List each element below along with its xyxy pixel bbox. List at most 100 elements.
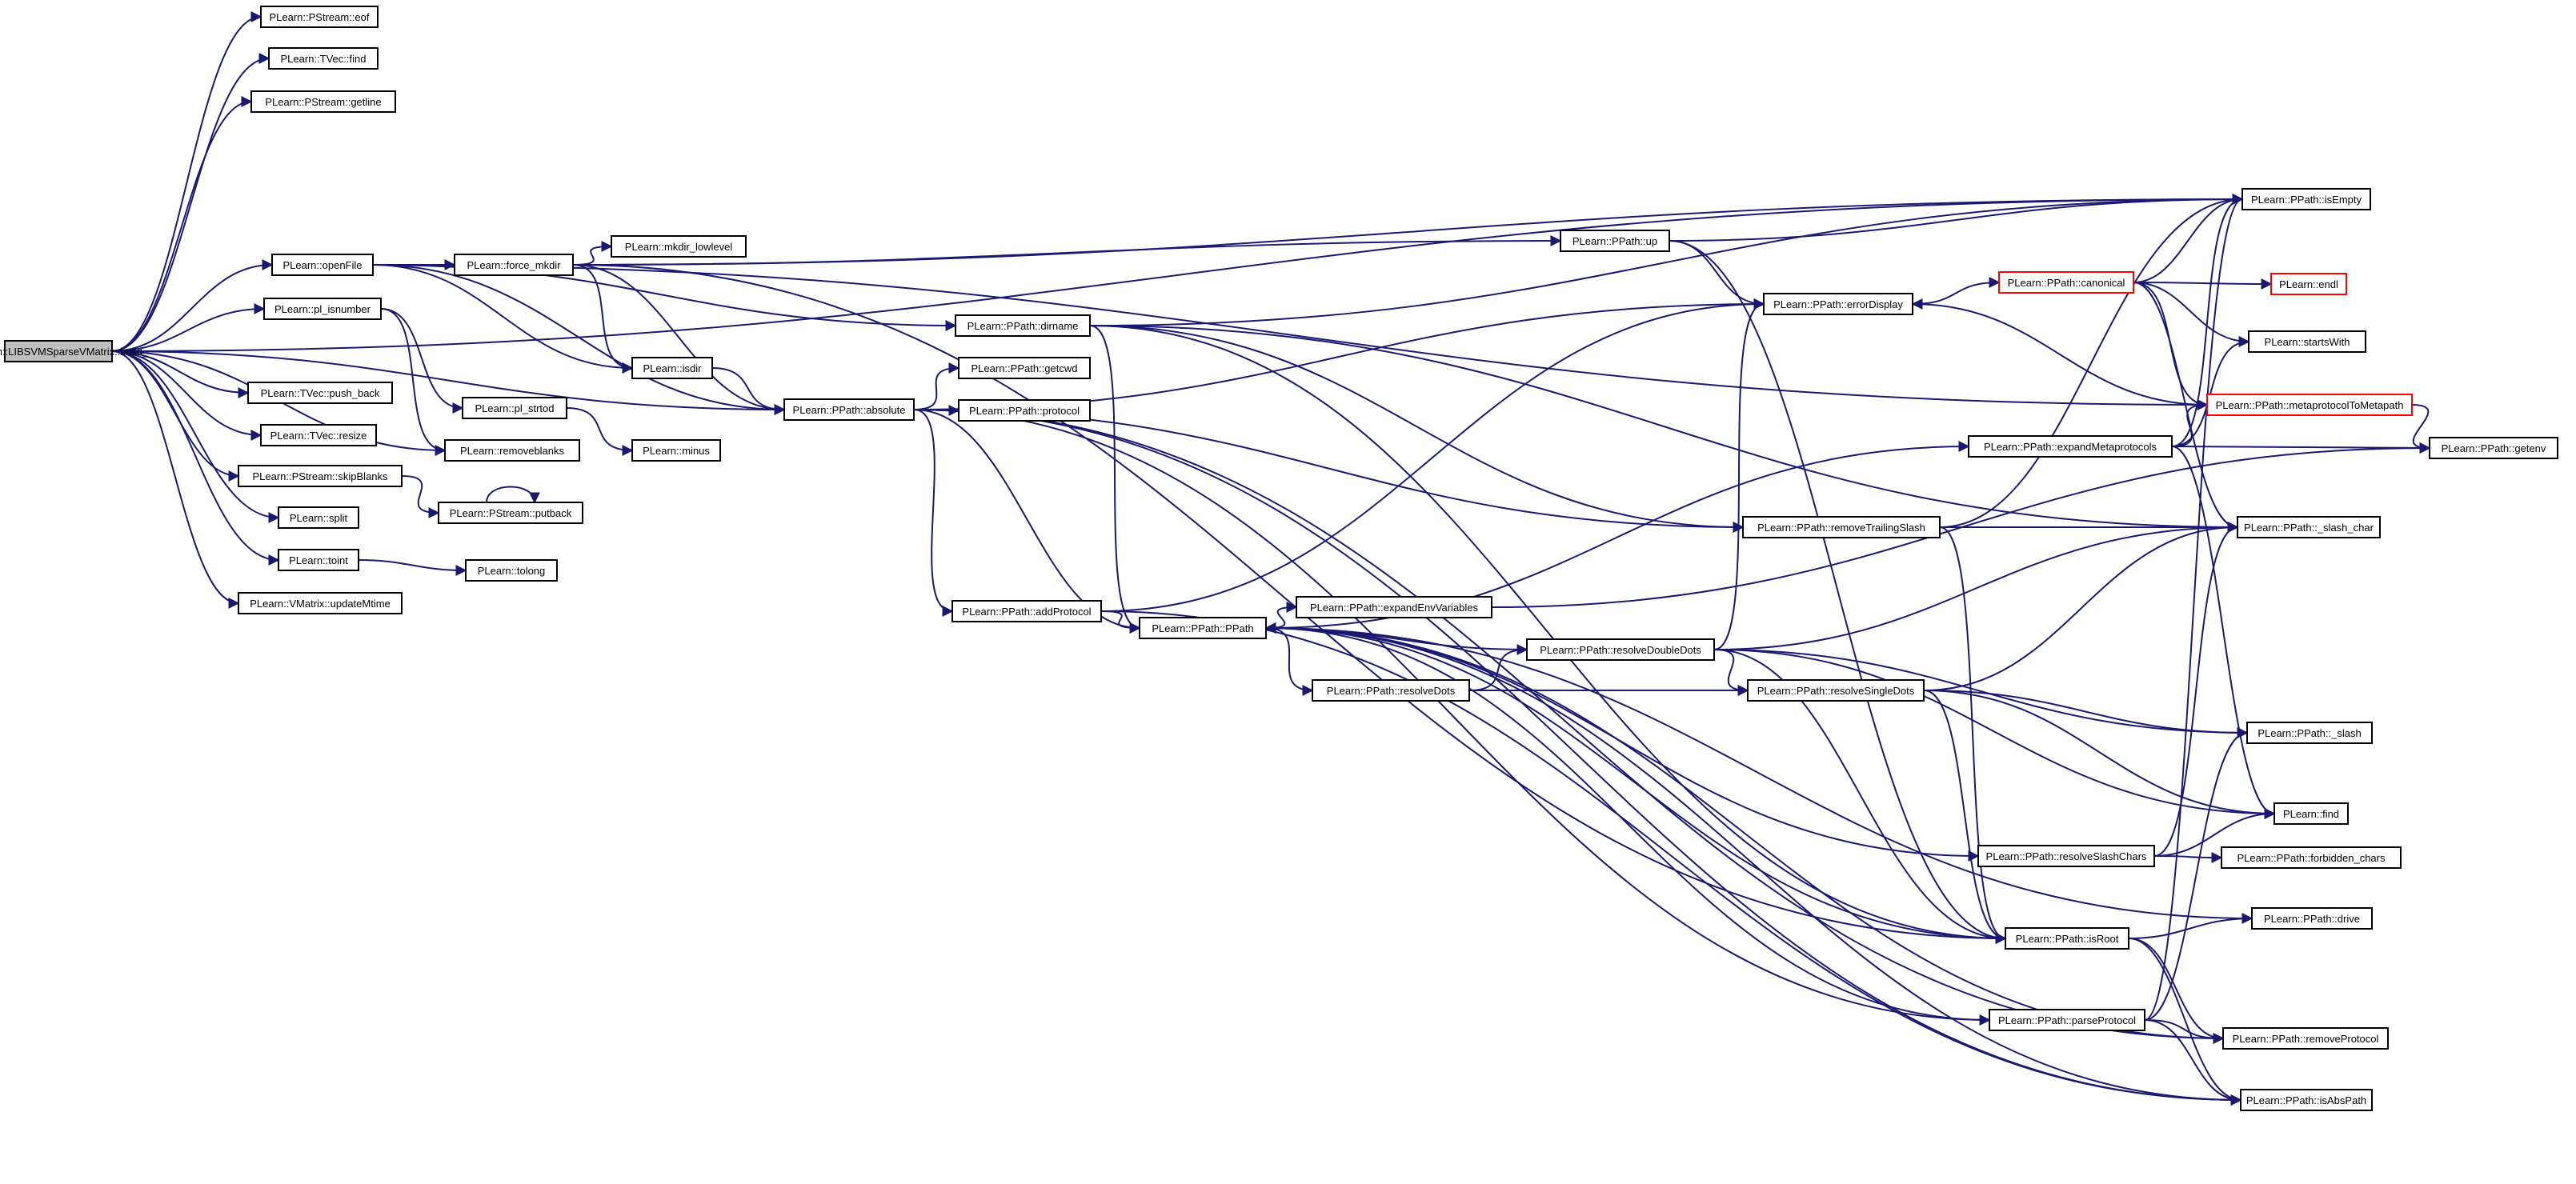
node-getline[interactable]: PLearn::PStream::getline [250,90,396,113]
node-push_back[interactable]: PLearn::TVec::push_back [247,382,393,404]
node-endl[interactable]: PLearn::endl [2270,273,2347,295]
node-putback[interactable]: PLearn::PStream::putback [438,502,583,524]
node-box[interactable] [958,399,1091,422]
node-box[interactable] [1763,293,1913,315]
node-parseProtocol[interactable]: PLearn::PPath::parseProtocol [1989,1009,2145,1031]
node-pl_isnumber[interactable]: PLearn::pl_isnumber [263,298,382,320]
node-getenv[interactable]: PLearn::PPath::getenv [2429,437,2558,459]
node-box[interactable] [2251,907,2373,930]
node-toint[interactable]: PLearn::toint [278,549,359,571]
node-box[interactable] [438,502,583,524]
node-box[interactable] [4,340,113,362]
node-expandMetaprotocols[interactable]: PLearn::PPath::expandMetaprotocols [1968,435,2173,458]
node-errorDisplay[interactable]: PLearn::PPath::errorDisplay [1763,293,1913,315]
node-updateMtime[interactable]: PLearn::VMatrix::updateMtime [238,592,403,614]
node-box[interactable] [1977,845,2155,867]
node-box[interactable] [247,382,393,404]
node-box[interactable] [631,439,721,462]
node-dirname[interactable]: PLearn::PPath::dirname [955,314,1091,337]
node-box[interactable] [2222,1027,2389,1050]
node-box[interactable] [260,6,379,28]
node-drive[interactable]: PLearn::PPath::drive [2251,907,2373,930]
node-box[interactable] [1968,435,2173,458]
node-box[interactable] [1747,679,1925,702]
node-resolveDots[interactable]: PLearn::PPath::resolveDots [1312,679,1470,702]
node-getcwd[interactable]: PLearn::PPath::getcwd [958,357,1091,379]
node-box[interactable] [631,357,713,379]
node-addProtocol[interactable]: PLearn::PPath::addProtocol [951,600,1102,622]
node-box[interactable] [2270,273,2347,295]
node-box[interactable] [238,592,403,614]
node-box[interactable] [2248,330,2366,353]
node-find[interactable]: PLearn::find [2274,802,2349,825]
node-box[interactable] [268,47,379,70]
node-box[interactable] [1296,596,1492,618]
node-resolveSingleDots[interactable]: PLearn::PPath::resolveSingleDots [1747,679,1925,702]
node-removeTrailingSlash[interactable]: PLearn::PPath::removeTrailingSlash [1742,516,1941,538]
node-pl_strtod[interactable]: PLearn::pl_strtod [462,397,567,419]
node-box[interactable] [462,397,567,419]
node-box[interactable] [2206,394,2413,416]
node-build[interactable]: PLearn::LIBSVMSparseVMatrix::build_ [0,340,149,362]
node-eof[interactable]: PLearn::PStream::eof [260,6,379,28]
node-isEmpty[interactable]: PLearn::PPath::isEmpty [2241,188,2371,210]
node-box[interactable] [2237,516,2381,538]
node-box[interactable] [260,424,377,446]
node-box[interactable] [2429,437,2558,459]
node-isAbsPath[interactable]: PLearn::PPath::isAbsPath [2240,1089,2373,1111]
node-removeProtocol[interactable]: PLearn::PPath::removeProtocol [2222,1027,2389,1050]
node-box[interactable] [2241,188,2371,210]
node-box[interactable] [1139,617,1267,639]
node-box[interactable] [454,254,574,276]
node-box[interactable] [611,235,747,258]
node-removeblanks[interactable]: PLearn::removeblanks [444,439,580,462]
node-skipBlanks[interactable]: PLearn::PStream::skipBlanks [238,465,403,487]
node-box[interactable] [2274,802,2349,825]
node-resolveDoubleDots[interactable]: PLearn::PPath::resolveDoubleDots [1526,638,1715,661]
node-box[interactable] [1998,271,2134,294]
node-isRoot[interactable]: PLearn::PPath::isRoot [2005,927,2129,950]
node-box[interactable] [1989,1009,2145,1031]
node-box[interactable] [2246,722,2373,744]
node-box[interactable] [783,398,915,421]
node-isdir[interactable]: PLearn::isdir [631,357,713,379]
node-box[interactable] [2005,927,2129,950]
node-box[interactable] [1526,638,1715,661]
node-mkdir_lowlevel[interactable]: PLearn::mkdir_lowlevel [611,235,747,258]
node-split[interactable]: PLearn::split [278,506,359,529]
node-startsWith[interactable]: PLearn::startsWith [2248,330,2366,353]
node-force_mkdir[interactable]: PLearn::force_mkdir [454,254,574,276]
node-box[interactable] [278,506,359,529]
node-box[interactable] [2221,846,2402,869]
node-metaprotocolToMetapath[interactable]: PLearn::PPath::metaprotocolToMetapath [2206,394,2413,416]
node-up[interactable]: PLearn::PPath::up [1560,230,1670,252]
node-box[interactable] [1312,679,1470,702]
node-box[interactable] [444,439,580,462]
node-box[interactable] [250,90,396,113]
node-openFile[interactable]: PLearn::openFile [271,254,374,276]
node-minus[interactable]: PLearn::minus [631,439,721,462]
node-box[interactable] [958,357,1091,379]
node-box[interactable] [1560,230,1670,252]
node-canonical[interactable]: PLearn::PPath::canonical [1998,271,2134,294]
node-forbidden_chars[interactable]: PLearn::PPath::forbidden_chars [2221,846,2402,869]
node-absolute[interactable]: PLearn::PPath::absolute [783,398,915,421]
node-expandEnvVariables[interactable]: PLearn::PPath::expandEnvVariables [1296,596,1492,618]
node-slash_char[interactable]: PLearn::PPath::_slash_char [2237,516,2381,538]
node-tvecfind[interactable]: PLearn::TVec::find [268,47,379,70]
node-box[interactable] [271,254,374,276]
node-box[interactable] [263,298,382,320]
node-protocol[interactable]: PLearn::PPath::protocol [958,399,1091,422]
node-box[interactable] [1742,516,1941,538]
node-box[interactable] [2240,1089,2373,1111]
node-tolong[interactable]: PLearn::tolong [465,559,558,582]
node-box[interactable] [278,549,359,571]
node-box[interactable] [465,559,558,582]
node-box[interactable] [955,314,1091,337]
node-resolveSlashChars[interactable]: PLearn::PPath::resolveSlashChars [1977,845,2155,867]
node-ppath[interactable]: PLearn::PPath::PPath [1139,617,1267,639]
node-slash[interactable]: PLearn::PPath::_slash [2246,722,2373,744]
node-box[interactable] [951,600,1102,622]
node-resize[interactable]: PLearn::TVec::resize [260,424,377,446]
node-box[interactable] [238,465,403,487]
